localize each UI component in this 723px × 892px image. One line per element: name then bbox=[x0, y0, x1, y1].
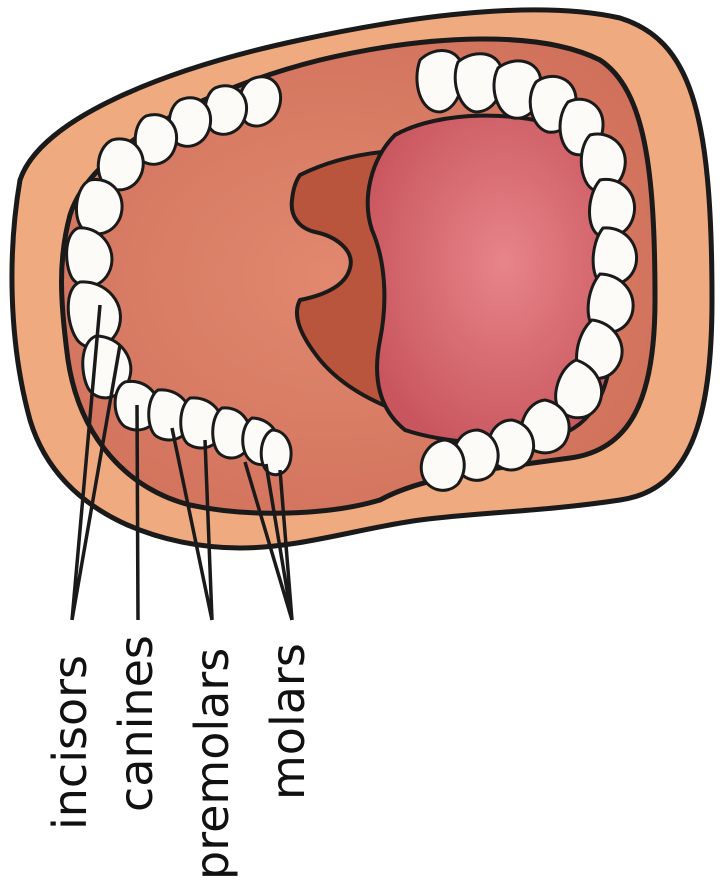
tooth bbox=[76, 179, 122, 234]
label-incisors: incisors bbox=[43, 655, 97, 830]
canines-pointer bbox=[137, 405, 138, 620]
label-premolars: premolars bbox=[185, 648, 239, 880]
tooth bbox=[421, 440, 464, 490]
label-canines: canines bbox=[109, 635, 163, 812]
tooth bbox=[205, 86, 246, 135]
label-molars: molars bbox=[261, 643, 315, 800]
